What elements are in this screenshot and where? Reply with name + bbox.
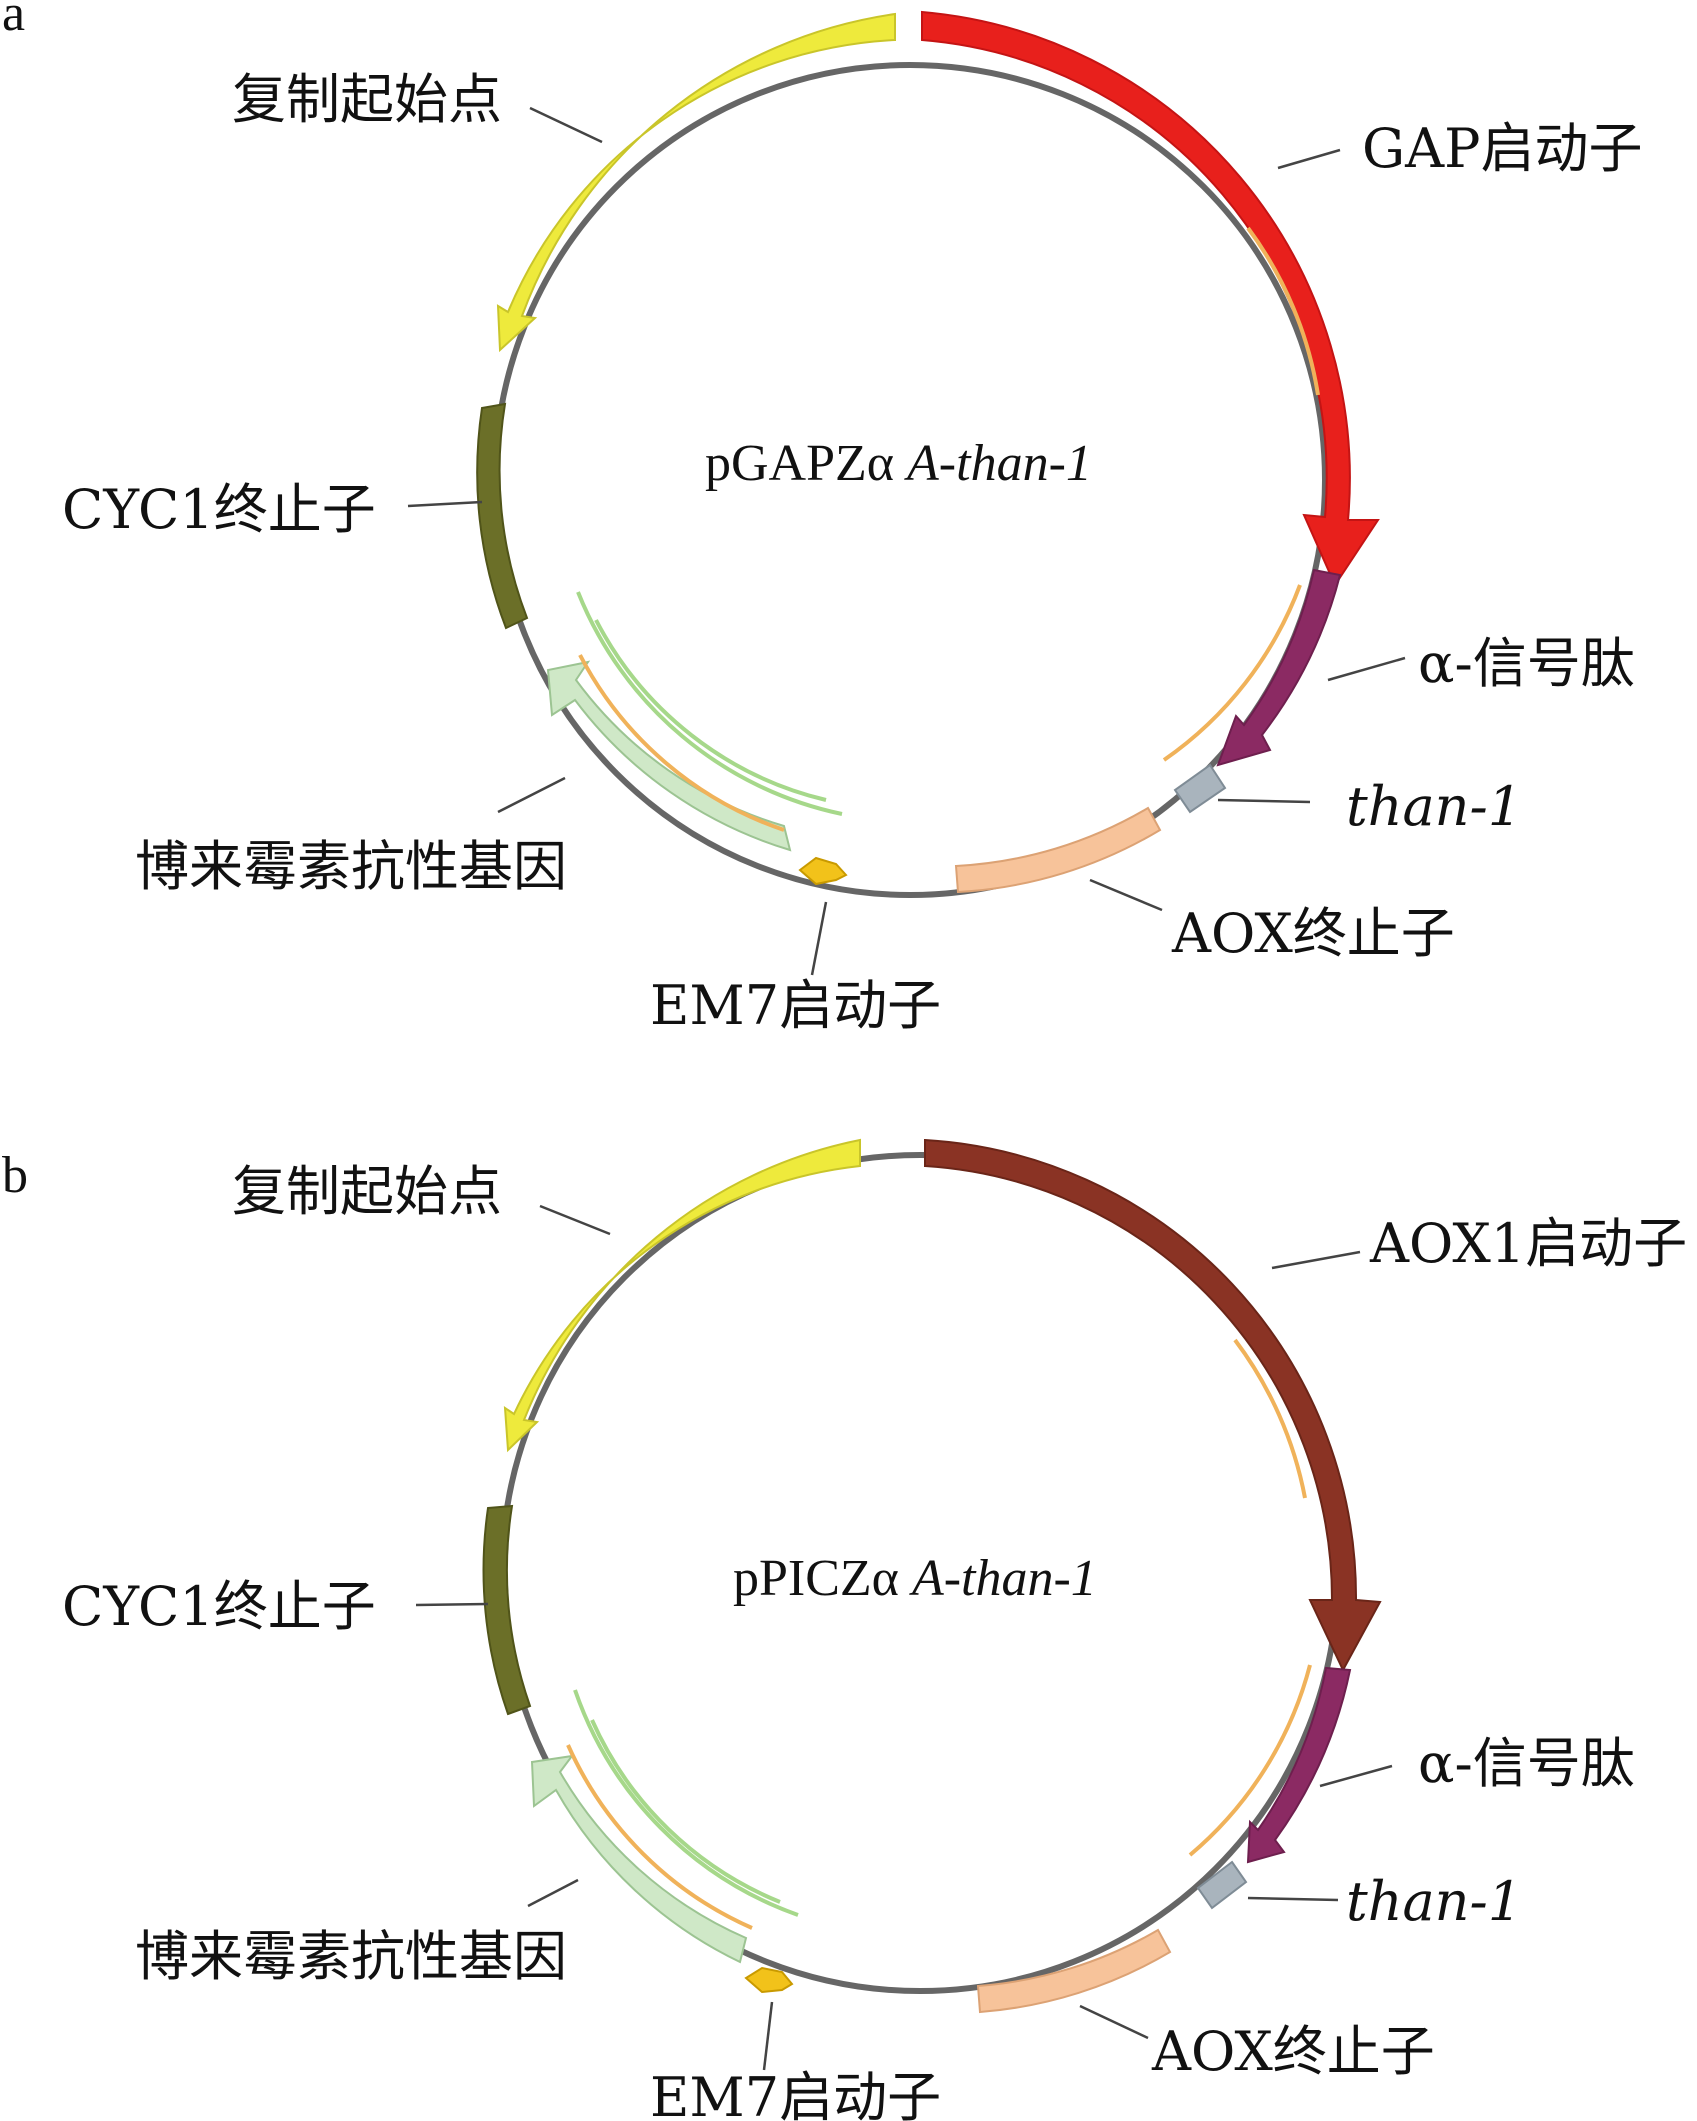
panel-a: a pGAPZα A-than-1 bbox=[2, 0, 1642, 1037]
signal-peptide-label: α-信号肽 bbox=[1418, 1732, 1635, 1795]
promoter-label: GAP启动子 bbox=[1362, 117, 1642, 180]
ori-arrow bbox=[496, 12, 896, 353]
zeocin-label: 博来霉素抗性基因 bbox=[135, 1925, 567, 1988]
em7-promoter-label: EM7启动子 bbox=[650, 974, 941, 1037]
inner-arc-green-2 bbox=[594, 619, 827, 802]
leader-lines bbox=[407, 106, 1406, 976]
inner-arc-orange-2 bbox=[1162, 584, 1302, 762]
signal-peptide-arc bbox=[1246, 1666, 1352, 1864]
aox-terminator-box bbox=[954, 806, 1162, 894]
plasmid-name: pPICZα A-than-1 bbox=[733, 1550, 1097, 1607]
inner-arc-orange-2 bbox=[1188, 1664, 1312, 1857]
aox-terminator-box bbox=[976, 1928, 1172, 2014]
inner-arc-green-2 bbox=[590, 1719, 781, 1904]
plasmid-name: pGAPZα A-than-1 bbox=[705, 435, 1092, 492]
gene-label: than-1 bbox=[1346, 775, 1522, 838]
ori-arrow bbox=[503, 1138, 861, 1453]
zeocin-resistance-arrow bbox=[546, 660, 792, 852]
leader-lines bbox=[415, 1204, 1393, 2071]
panel-letter: b bbox=[2, 1147, 28, 1204]
aox-terminator-label: AOX终止子 bbox=[1171, 902, 1455, 965]
zeocin-label: 博来霉素抗性基因 bbox=[135, 835, 567, 898]
signal-peptide-label: α-信号肽 bbox=[1418, 632, 1635, 695]
ori-label: 复制起始点 bbox=[232, 68, 502, 131]
promoter-label: AOX1启动子 bbox=[1369, 1212, 1687, 1275]
promoter-arc bbox=[921, 10, 1380, 588]
gene-label: than-1 bbox=[1346, 1870, 1522, 1933]
inner-arc-green-1 bbox=[576, 591, 843, 816]
inner-arc-orange-1 bbox=[1233, 1338, 1307, 1499]
cyc1-terminator-label: CYC1终止子 bbox=[62, 1575, 376, 1638]
ori-label: 复制起始点 bbox=[232, 1160, 502, 1223]
panel-b: b pPICZα A-than-1 bbox=[2, 1138, 1687, 2121]
cyc1-terminator-label: CYC1终止子 bbox=[62, 478, 376, 541]
cyc1-terminator-box bbox=[482, 1504, 532, 1716]
plasmid-map: pGAPZα A-than-1 bbox=[476, 10, 1380, 898]
inner-arc-green-1 bbox=[573, 1689, 799, 1917]
inner-arc-orange-3 bbox=[566, 1744, 753, 1930]
em7-promoter-arrow bbox=[744, 1966, 794, 1994]
em7-promoter-label: EM7启动子 bbox=[650, 2066, 941, 2121]
panel-letter: a bbox=[2, 0, 25, 42]
gene-box bbox=[1196, 1860, 1248, 1910]
gene-box bbox=[1173, 763, 1227, 814]
em7-promoter-arrow bbox=[798, 856, 848, 886]
inner-arc-orange-3 bbox=[578, 654, 785, 832]
inner-arc-orange-1 bbox=[1246, 226, 1320, 396]
signal-peptide-arc bbox=[1216, 568, 1342, 767]
aox-terminator-label: AOX终止子 bbox=[1151, 2020, 1435, 2083]
cyc1-terminator-box bbox=[476, 402, 529, 630]
plasmid-map: pPICZα A-than-1 bbox=[482, 1138, 1382, 2014]
